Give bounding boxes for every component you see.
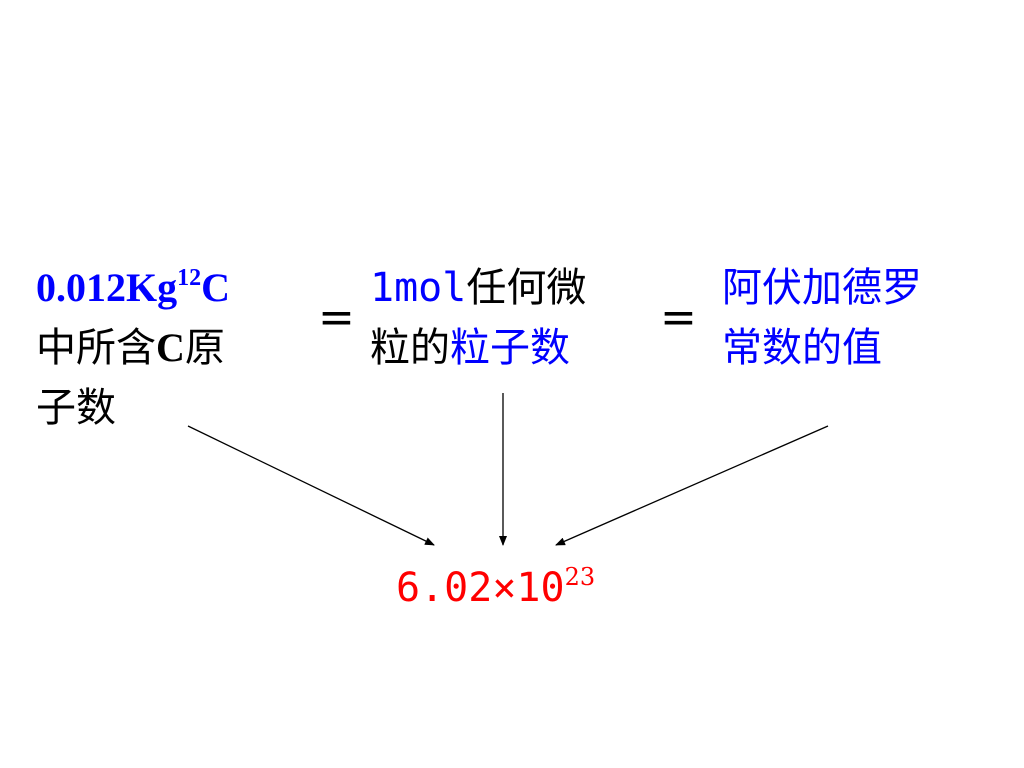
middle-line-2-text-a: 粒的 <box>370 325 450 371</box>
equals-sign-2: = <box>660 292 697 343</box>
middle-line-2: 粒的粒子数 <box>370 318 586 378</box>
middle-line-1: 1mol任何微 <box>370 258 586 318</box>
avogadro-constant-text: 阿伏加德罗 常数的值 <box>722 258 922 378</box>
left-line-2-text-b: 原 <box>184 325 225 371</box>
right-arrow <box>555 425 829 546</box>
right-line-2: 常数的值 <box>722 325 882 371</box>
left-line-2: 中所含C原 <box>36 318 230 378</box>
particle-count-label: 粒子数 <box>450 325 570 371</box>
result-exponent: 23 <box>564 563 596 591</box>
equals-sign-1: = <box>318 292 355 343</box>
one-mol-label: 1mol <box>370 265 467 311</box>
isotope-superscript: 12 <box>177 265 202 291</box>
carbon-symbol: C <box>201 265 231 310</box>
middle-line-1-rest: 任何微 <box>466 265 587 311</box>
result-base: 6.02×10 <box>396 565 565 611</box>
left-line-2-text-a: 中所含 <box>36 325 156 371</box>
carbon-mass-label: 0.012Kg <box>36 265 178 310</box>
avogadro-number-value: 6.02×1023 <box>396 558 595 618</box>
carbon-12-atom-count-text: 0.012Kg12C 中所含C原 子数 <box>36 258 230 438</box>
left-line-2-carbon: C <box>156 325 185 370</box>
left-line-1: 0.012Kg12C <box>36 258 230 318</box>
one-mol-particle-count-text: 1mol任何微 粒的粒子数 <box>370 258 586 378</box>
left-arrow <box>187 425 435 546</box>
left-line-3: 子数 <box>36 385 116 431</box>
right-line-1: 阿伏加德罗 <box>722 265 922 311</box>
